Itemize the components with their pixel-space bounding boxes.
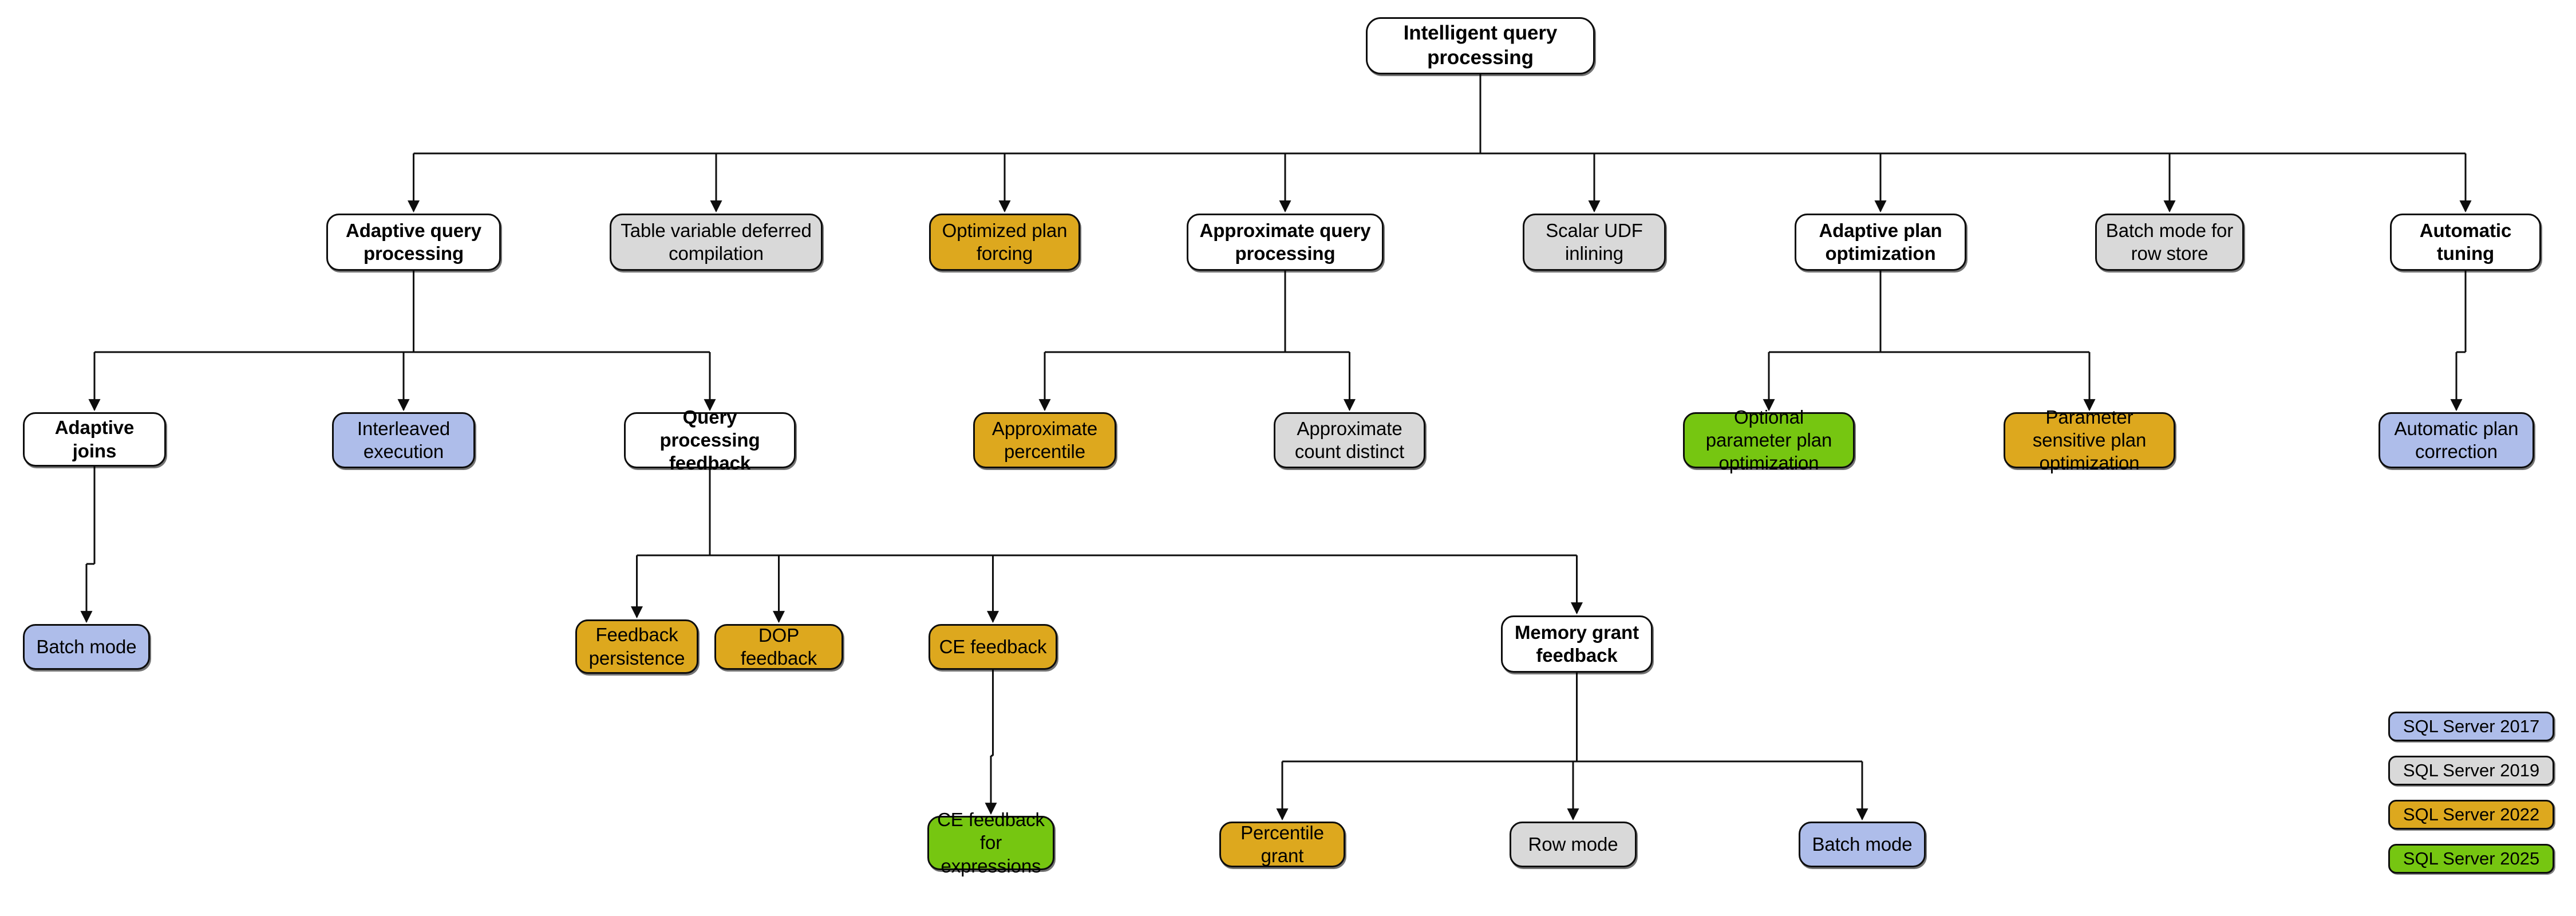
node-oppo[interactable]: Optional parameter plan optimization [1683,406,1855,473]
node-approxpct[interactable]: Approximate percentile [973,412,1116,468]
node-label: Row mode [1528,833,1618,855]
node-label: Automatic tuning [2419,219,2512,264]
node-label: Adaptive query processing [346,219,481,264]
legend-label: SQL Server 2025 [2403,848,2540,868]
node-label: Optional parameter plan optimization [1705,406,1832,474]
node-cefb[interactable]: CE feedback [929,624,1057,670]
node-root[interactable]: Intelligent query processing [1366,17,1595,74]
legend-item-sql-server-2022: SQL Server 2022 [2388,800,2554,830]
node-label: Approximate query processing [1199,219,1371,264]
node-label: Memory grant feedback [1514,621,1639,666]
node-label: Scalar UDF inlining [1546,219,1643,264]
node-apc[interactable]: Automatic plan correction [2379,412,2534,468]
node-aqp[interactable]: Adaptive query processing [326,214,501,271]
node-pctgrant[interactable]: Percentile grant [1219,822,1345,867]
node-label: Optimized plan forcing [942,219,1068,264]
node-label: Table variable deferred compilation [621,219,812,264]
node-opf[interactable]: Optimized plan forcing [929,214,1080,271]
node-rowmode[interactable]: Row mode [1510,822,1637,867]
legend-label: SQL Server 2017 [2403,716,2540,736]
node-label: Adaptive plan optimization [1819,219,1942,264]
node-qpf[interactable]: Query processing feedback [624,406,796,473]
legend-label: SQL Server 2022 [2403,804,2540,824]
node-apo[interactable]: Adaptive plan optimization [1795,214,1966,271]
node-label: Parameter sensitive plan optimization [2032,406,2147,474]
node-label: Interleaved execution [357,417,451,462]
node-label: CE feedback [939,635,1047,657]
node-label: Adaptive joins [54,417,135,461]
node-approx[interactable]: Approximate query processing [1187,214,1384,271]
legend-item-sql-server-2019: SQL Server 2019 [2388,756,2554,785]
node-label: Feedback persistence [588,624,685,669]
node-label: Automatic plan correction [2394,417,2519,462]
legend-label: SQL Server 2019 [2403,760,2540,780]
node-label: Query processing feedback [659,406,760,474]
node-label: Percentile grant [1240,822,1324,866]
node-fbpersist[interactable]: Feedback persistence [575,619,698,674]
node-psp[interactable]: Parameter sensitive plan optimization [2004,406,2175,473]
node-label: DOP feedback [740,624,817,669]
node-udf[interactable]: Scalar UDF inlining [1523,214,1666,271]
node-label: Intelligent query processing [1403,22,1558,69]
node-batchmode2[interactable]: Batch mode [1799,822,1926,867]
node-cefbexpr[interactable]: CE feedback for expressions [927,809,1054,876]
node-label: Approximate count distinct [1294,417,1405,462]
node-tvdc[interactable]: Table variable deferred compilation [610,214,823,271]
node-interleaved[interactable]: Interleaved execution [332,412,475,468]
node-label: Batch mode [1812,833,1913,855]
node-label: CE feedback for expressions [937,809,1045,876]
node-adaptivejoins[interactable]: Adaptive joins [23,412,166,467]
node-dopfb[interactable]: DOP feedback [714,624,843,670]
legend-item-sql-server-2025: SQL Server 2025 [2388,844,2554,874]
node-batchmode1[interactable]: Batch mode [23,624,150,670]
node-label: Batch mode for row store [2105,219,2234,264]
node-approxcount[interactable]: Approximate count distinct [1274,412,1425,468]
node-autotune[interactable]: Automatic tuning [2390,214,2541,271]
node-bmrs[interactable]: Batch mode for row store [2095,214,2244,271]
node-mgf[interactable]: Memory grant feedback [1501,615,1653,673]
legend-item-sql-server-2017: SQL Server 2017 [2388,712,2554,741]
node-label: Batch mode [36,635,137,657]
node-label: Approximate percentile [991,417,1098,462]
